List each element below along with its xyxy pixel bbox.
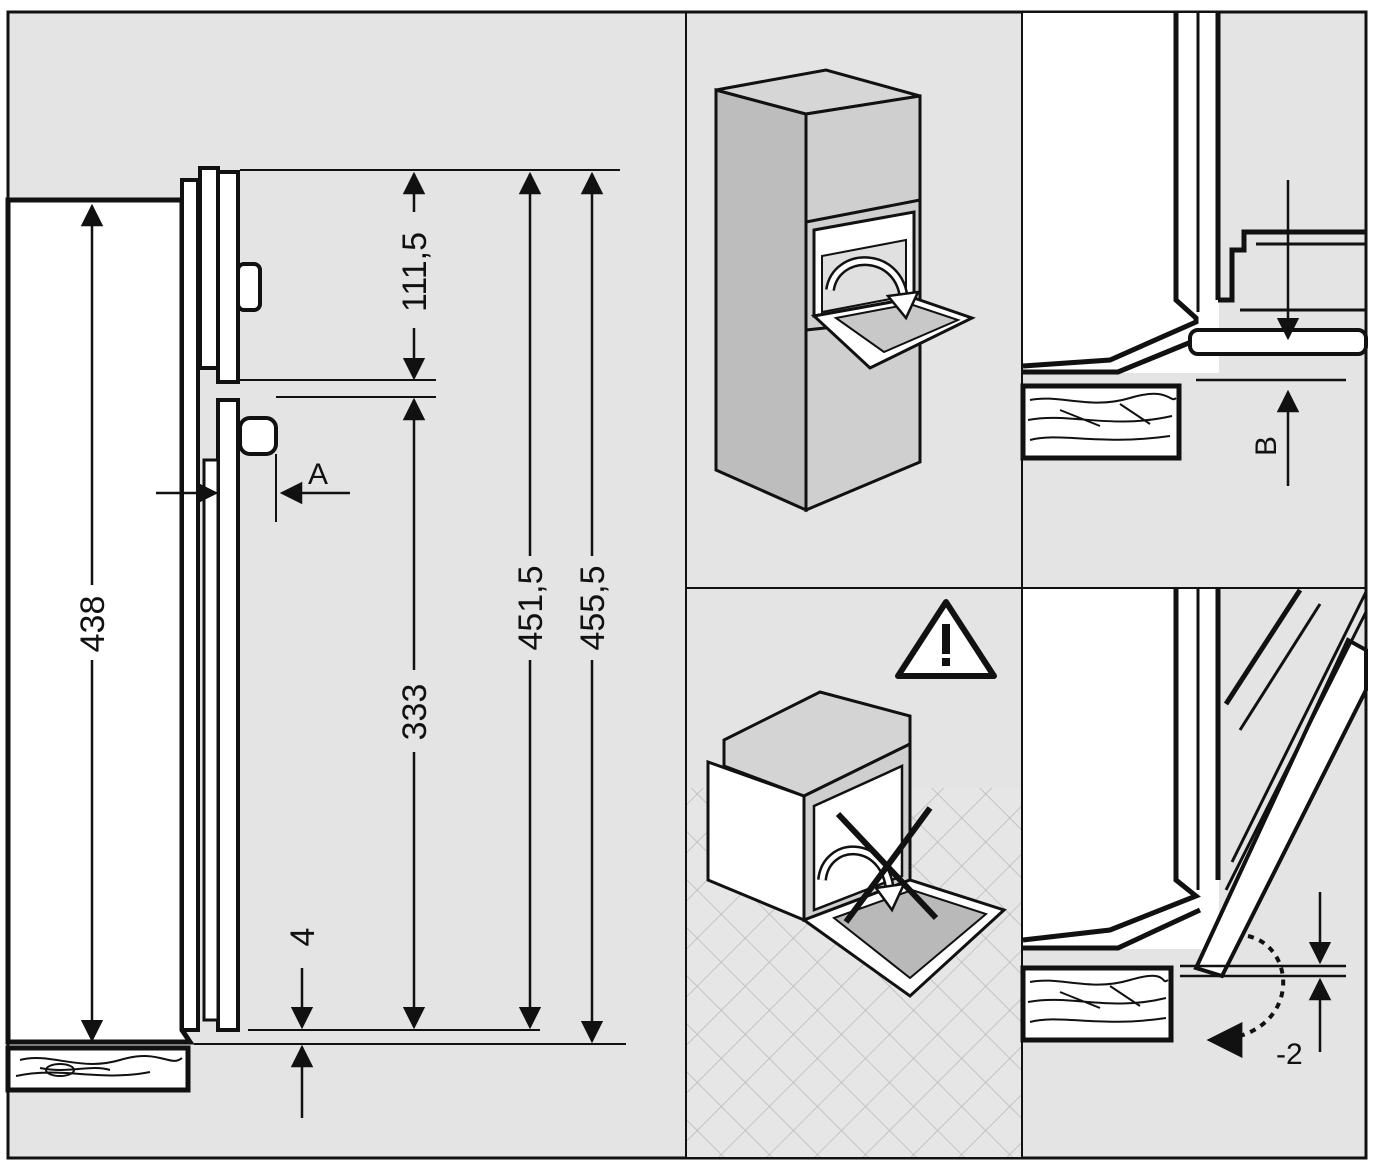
tall-cabinet-panel (714, 68, 976, 513)
rotation-arc (1206, 934, 1286, 1058)
side-section-panel: 438 111,5 333 451,5 455,5 4 A (5, 166, 626, 1118)
detail-bottom-wood (1020, 965, 1174, 1043)
control-panel-front (216, 170, 240, 384)
warning-panel (687, 599, 1021, 1157)
label-b: B (1250, 436, 1283, 456)
label-offset: -2 (1276, 1038, 1303, 1071)
door-handle (238, 416, 278, 456)
detail-bottom-oven (1023, 589, 1219, 949)
prohibited-cross (835, 806, 939, 924)
cabinet-side (714, 88, 808, 513)
tilted-door (1193, 588, 1368, 979)
dim-bottom-gap: 4 (284, 928, 322, 947)
door-frame-inner (180, 178, 200, 1032)
control-panel-frame (198, 166, 220, 370)
dim-front-height: 451,5 (512, 565, 550, 650)
dim-gap-to-bottom: 333 (396, 684, 434, 741)
warning-triangle-icon (895, 599, 997, 679)
oven-door-glass (202, 458, 220, 1022)
control-knob (236, 262, 262, 312)
oven-body (5, 197, 195, 1045)
detail-bottom-panel: -2 (1020, 588, 1368, 1071)
oven-door-front (216, 398, 240, 1032)
detail-top-panel: B (1020, 13, 1368, 486)
detail-top-oven (1023, 13, 1219, 373)
door-bottom-edge (1188, 328, 1368, 356)
dim-top-to-gap: 111,5 (396, 232, 434, 312)
label-a: A (308, 458, 328, 491)
dim-overall-height: 455,5 (574, 565, 612, 650)
dim-oven-height: 438 (74, 596, 112, 653)
detail-top-wood (1020, 383, 1182, 461)
floor-board (5, 1045, 191, 1093)
